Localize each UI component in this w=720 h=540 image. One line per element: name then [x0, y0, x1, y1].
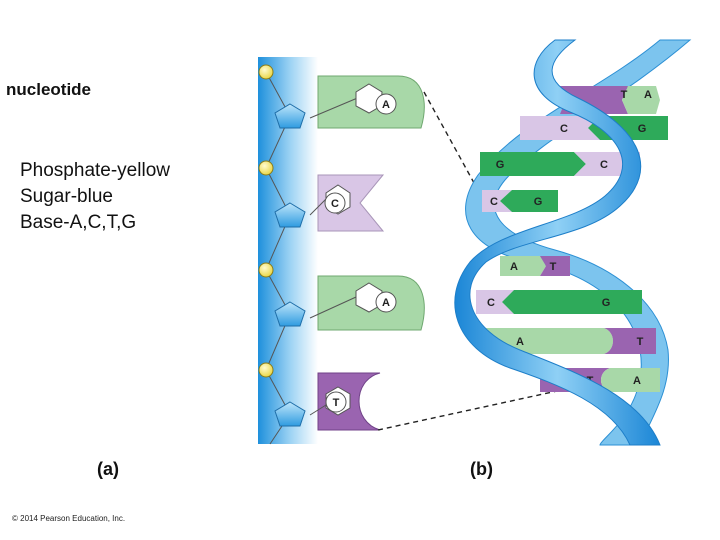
pair-left: G [496, 159, 505, 171]
nucleotide-a-3: A [310, 276, 424, 330]
phosphate-icon [259, 65, 273, 79]
nucleotide-c-2: C [310, 175, 383, 231]
base-pair-3: G C [480, 152, 640, 176]
pair-right: G [534, 196, 543, 208]
connector-bottom [378, 386, 580, 430]
pair-left: T [621, 89, 628, 101]
phosphate-icon [259, 161, 273, 175]
panel-a: A C A T [258, 57, 424, 444]
copyright-notice: © 2014 Pearson Education, Inc. [12, 514, 125, 523]
base-pair-6: C G [476, 290, 642, 314]
pair-left: A [510, 261, 518, 273]
pair-left: C [560, 123, 568, 135]
pair-left: A [516, 336, 524, 348]
base-pair-5: A T [500, 256, 570, 276]
phosphate-icon [259, 263, 273, 277]
pair-right: G [638, 123, 647, 135]
pair-left: C [487, 297, 495, 309]
pair-right: G [602, 297, 611, 309]
panel-a-label: (a) [97, 459, 119, 479]
panel-b: T A C G G C C G A T [455, 40, 690, 445]
base-letter: T [333, 397, 340, 409]
pair-right: A [633, 375, 641, 387]
base-letter: C [331, 198, 339, 210]
pair-right: A [644, 89, 652, 101]
pair-right: C [600, 159, 608, 171]
phosphate-icon [259, 363, 273, 377]
base-pair-4: C G [482, 190, 558, 212]
pair-right: T [550, 261, 557, 273]
nucleotide-t-4: T [310, 373, 380, 430]
base-letter: A [382, 99, 390, 111]
panel-b-label: (b) [470, 459, 493, 479]
pair-left: C [490, 196, 498, 208]
base-letter: A [382, 297, 390, 309]
pair-right: T [637, 336, 644, 348]
nucleotide-a-1: A [310, 76, 424, 128]
